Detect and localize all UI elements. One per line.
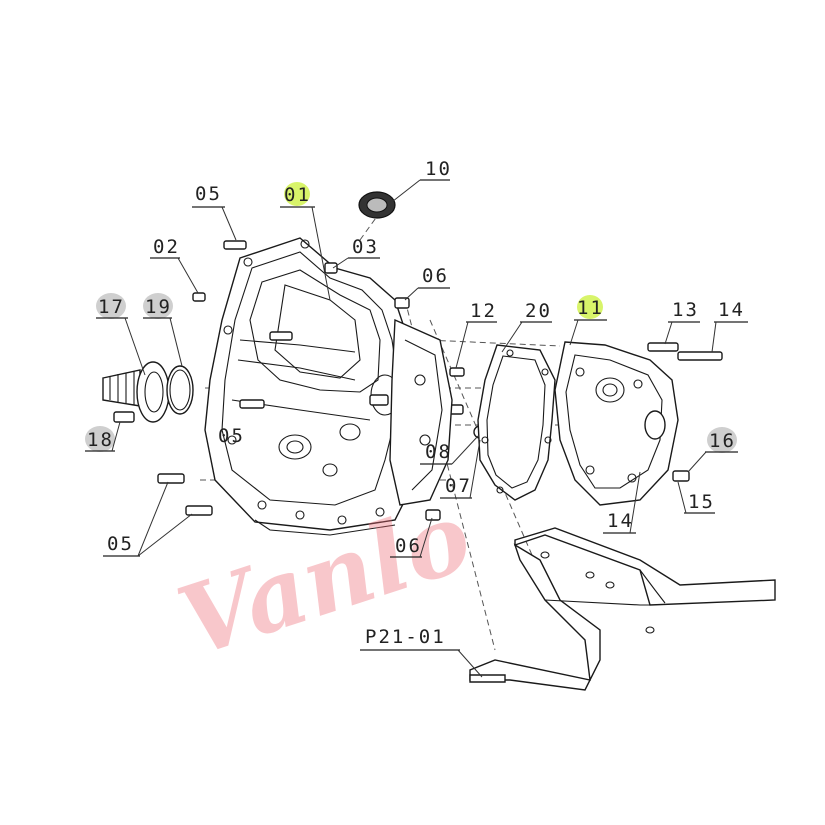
callout-16[interactable]: 16: [687, 427, 738, 473]
svg-text:07: 07: [445, 475, 472, 497]
callout-15[interactable]: 15: [677, 481, 715, 514]
svg-text:05: 05: [218, 425, 245, 447]
svg-text:01: 01: [284, 184, 311, 206]
callout-05[interactable]: 05: [103, 481, 193, 557]
callout-11[interactable]: 11: [569, 295, 607, 346]
callout-13[interactable]: 13: [664, 299, 700, 345]
callout-19[interactable]: 19: [143, 293, 183, 367]
callouts: 05 01 10 02 03: [85, 158, 748, 678]
callout-01[interactable]: 01: [280, 182, 331, 301]
svg-text:12: 12: [470, 300, 497, 322]
svg-text:08: 08: [425, 441, 452, 463]
svg-text:02: 02: [153, 236, 180, 258]
callout-14[interactable]: 14: [603, 471, 641, 534]
svg-text:13: 13: [672, 299, 699, 321]
svg-text:03: 03: [352, 236, 379, 258]
bearing-sleeve[interactable]: [102, 361, 194, 423]
callout-05[interactable]: 05: [192, 183, 237, 241]
callout-05[interactable]: 05: [218, 425, 245, 447]
callout-03[interactable]: 03: [332, 236, 380, 269]
callout-07[interactable]: 07: [440, 439, 481, 499]
svg-text:05: 05: [107, 533, 134, 555]
callout-08[interactable]: 08: [420, 435, 479, 465]
callout-18[interactable]: 18: [85, 421, 121, 452]
svg-text:06: 06: [395, 535, 422, 557]
svg-text:17: 17: [98, 296, 125, 318]
callout-10[interactable]: 10: [387, 158, 452, 206]
callout-02[interactable]: 02: [150, 236, 199, 294]
rear-cover[interactable]: [554, 341, 679, 506]
svg-text:19: 19: [145, 296, 172, 318]
callout-06[interactable]: 06: [404, 265, 450, 301]
callout-14[interactable]: 14: [711, 299, 748, 353]
svg-text:16: 16: [709, 430, 736, 452]
oil-seal[interactable]: [358, 191, 396, 219]
svg-text:P21-01: P21-01: [365, 626, 446, 648]
intermediate-plate[interactable]: [389, 318, 453, 506]
svg-text:15: 15: [688, 491, 715, 513]
svg-text:18: 18: [87, 429, 114, 451]
svg-text:11: 11: [577, 297, 604, 319]
callout-20[interactable]: 20: [501, 300, 552, 353]
callout-06[interactable]: 06: [390, 517, 433, 558]
svg-text:06: 06: [422, 265, 449, 287]
svg-text:20: 20: [525, 300, 552, 322]
svg-text:05: 05: [195, 183, 222, 205]
svg-text:14: 14: [718, 299, 745, 321]
callout-12[interactable]: 12: [455, 300, 497, 369]
mounting-bracket[interactable]: [469, 527, 776, 691]
svg-text:10: 10: [425, 158, 452, 180]
clutch-housing[interactable]: [204, 237, 421, 536]
callout-17[interactable]: 17: [96, 293, 146, 376]
gasket[interactable]: [477, 344, 556, 501]
reference-label[interactable]: P21-01: [360, 626, 483, 678]
svg-text:14: 14: [607, 510, 634, 532]
